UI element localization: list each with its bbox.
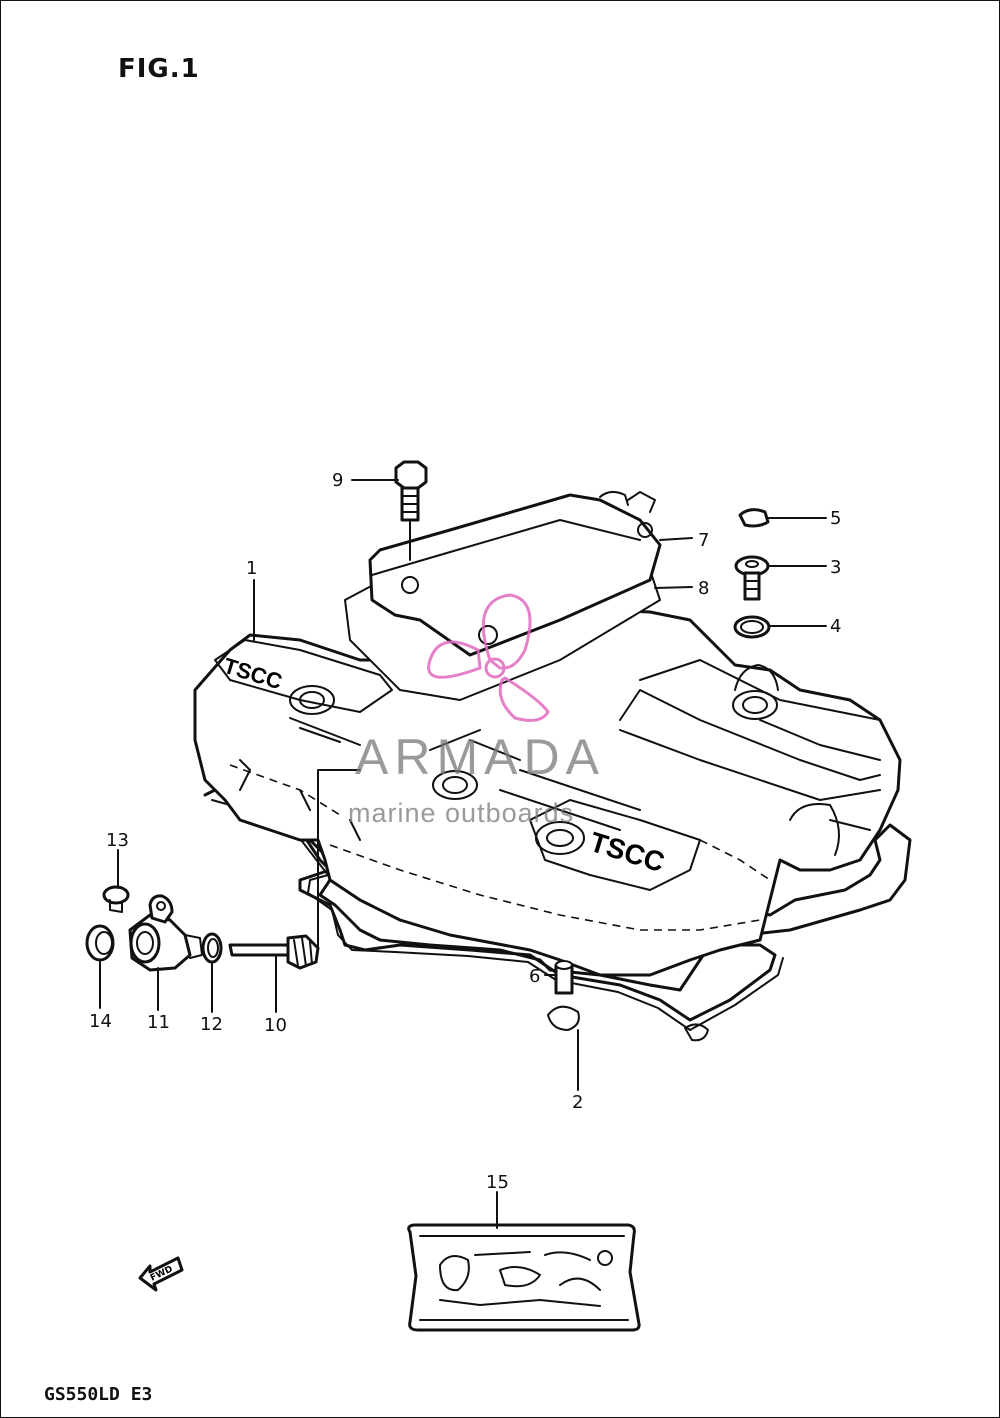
screw-drawing: [102, 885, 130, 913]
gear-housing-drawing: [128, 894, 203, 972]
callout-2: 2: [572, 1092, 583, 1113]
figure-title: FIG.1: [118, 54, 200, 84]
bolt-drawing: [394, 460, 428, 561]
callout-3: 3: [830, 557, 841, 578]
oil-seal-drawing: [85, 924, 115, 962]
watermark-logo-icon: [427, 593, 550, 722]
callout-10: 10: [264, 1015, 287, 1036]
callout-5: 5: [830, 508, 841, 529]
gasket-set-drawing: [407, 1223, 641, 1332]
washer-drawing: [201, 932, 223, 964]
callout-9: 9: [332, 470, 343, 491]
fwd-arrow: FWD: [138, 1256, 184, 1292]
callout-1: 1: [246, 558, 257, 579]
callout-11: 11: [147, 1012, 170, 1033]
callout-4: 4: [830, 616, 841, 637]
callout-labels: 1 2 3 4 5 6 7 8 9 10 11 12 13 14 15: [89, 470, 841, 1193]
breather-assembly-drawing: [344, 491, 662, 701]
callout-12: 12: [200, 1014, 223, 1035]
callout-13: 13: [106, 830, 129, 851]
callout-7: 7: [698, 530, 709, 551]
callout-6: 6: [529, 966, 540, 987]
model-code: GS550LD E3: [44, 1384, 153, 1405]
watermark-tagline: marine outboards: [348, 798, 575, 828]
plug-bolt-drawing: [734, 555, 770, 601]
callout-14: 14: [89, 1011, 112, 1032]
callout-8: 8: [698, 578, 709, 599]
watermark-brand: ARMADA: [355, 729, 605, 785]
dowel-pin-drawing: [554, 960, 574, 995]
o-ring-drawing: [733, 615, 771, 639]
tachometer-gear-drawing: [228, 934, 320, 970]
leader-lines: [99, 479, 827, 1229]
cap-drawing: [738, 508, 770, 528]
cover-gasket-drawing: [203, 788, 912, 1042]
callout-15: 15: [486, 1172, 509, 1193]
